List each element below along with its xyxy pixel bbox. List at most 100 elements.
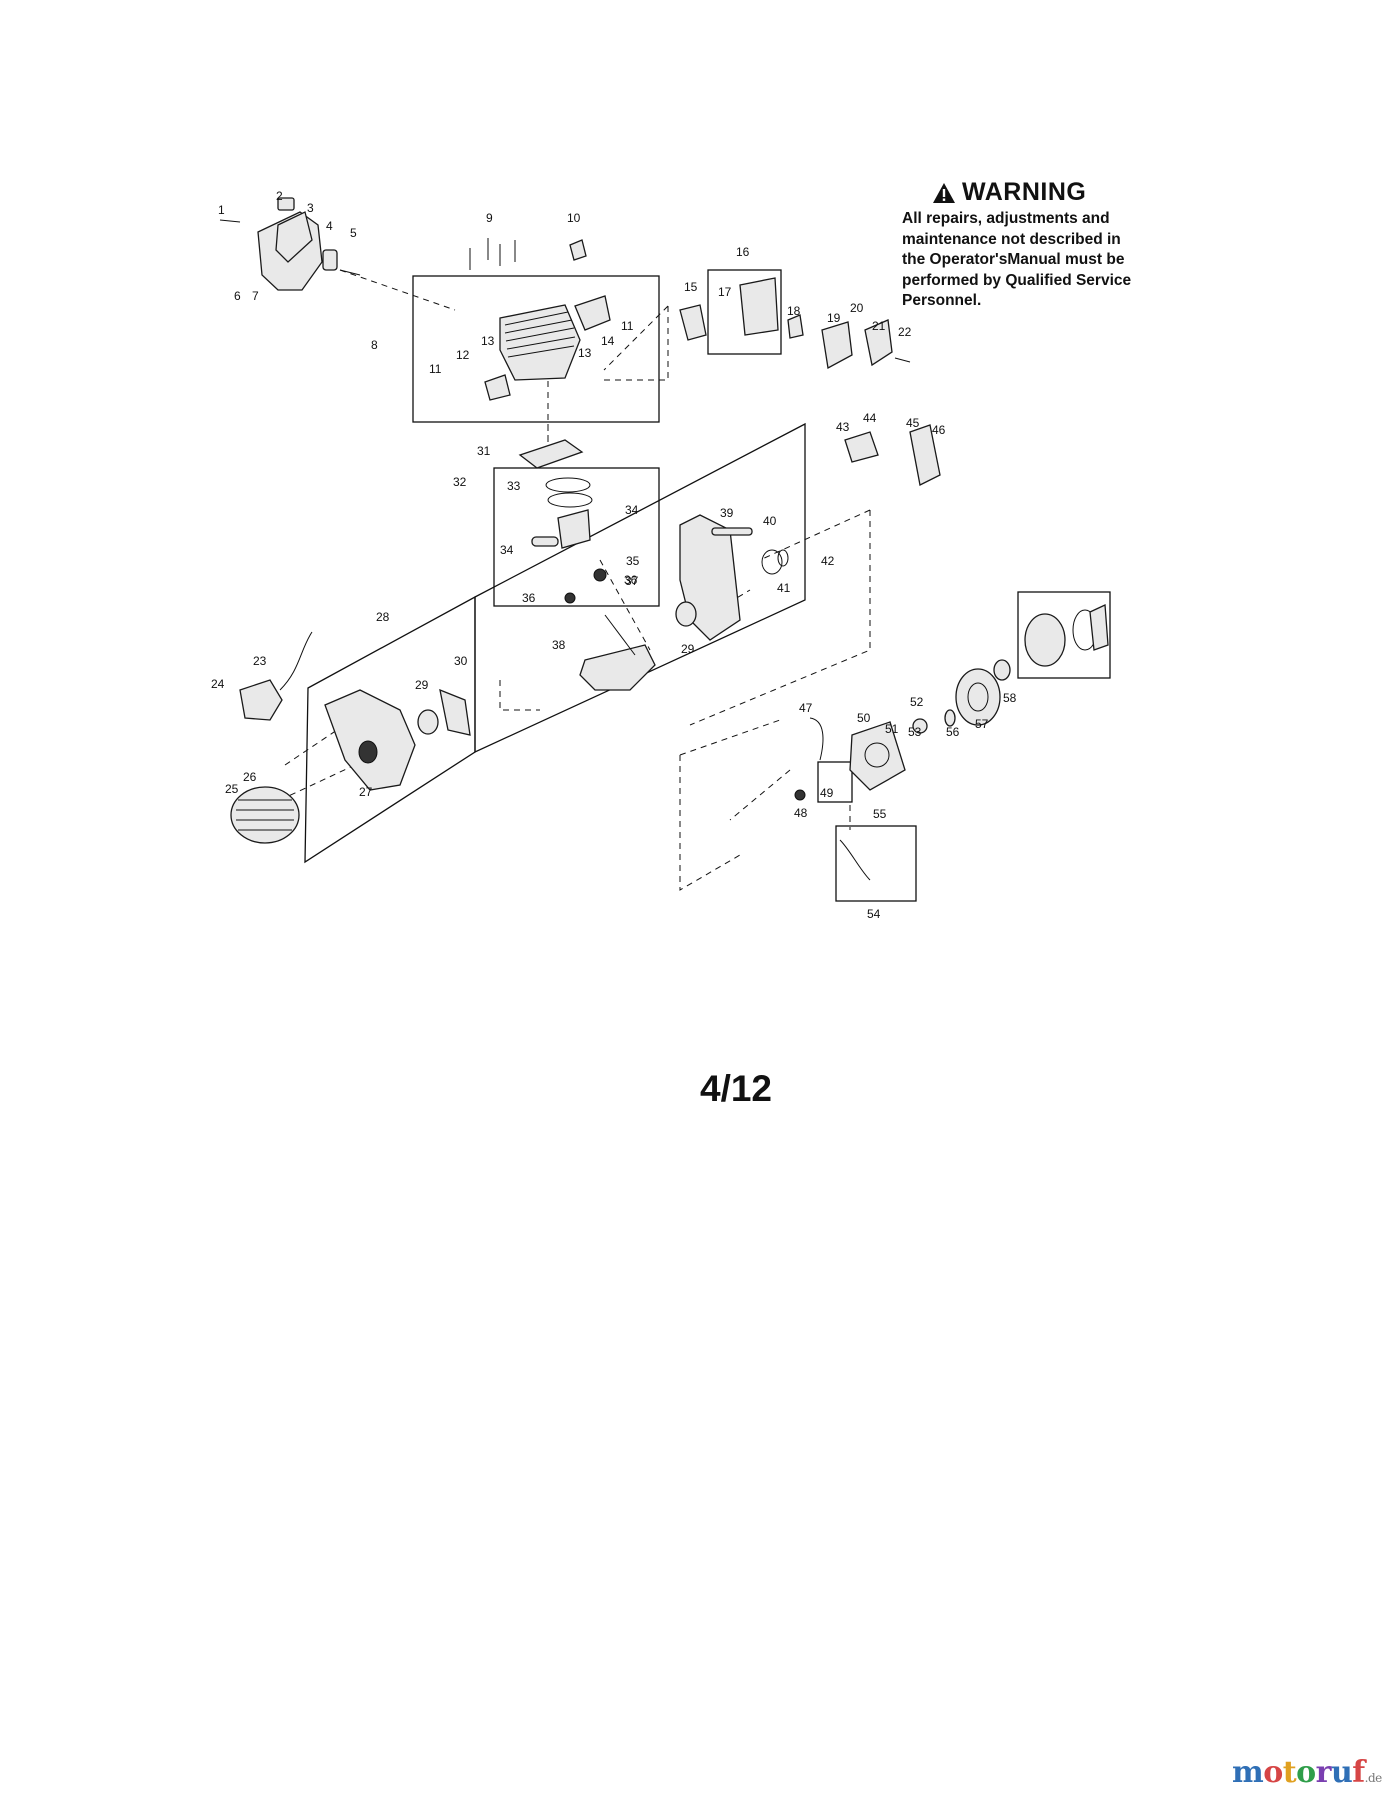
watermark-letter: f: [1352, 1755, 1365, 1790]
callout: 45: [906, 416, 920, 430]
callout: 24: [211, 677, 225, 691]
callout: 12: [456, 348, 470, 362]
part-callouts: 1 2 3 4 5 6 7 8 9 10 11 11 12 13 13 14 1…: [211, 189, 1017, 921]
flywheel: [230, 786, 300, 844]
callout: 51: [885, 722, 899, 736]
callout: 55: [873, 807, 887, 821]
crankcase-pin: [711, 527, 753, 536]
callout: 16: [736, 245, 750, 259]
cylinder: [499, 304, 581, 381]
carburetor: [739, 277, 779, 336]
callout: 47: [799, 701, 813, 715]
callout: 42: [821, 554, 835, 568]
callout: 41: [777, 581, 791, 595]
warning-line: Personnel.: [902, 292, 982, 309]
callout: 18: [787, 304, 801, 318]
callout: 4: [326, 219, 333, 233]
watermark-letter: o: [1263, 1755, 1283, 1790]
piston-group-frame: [493, 467, 660, 607]
crankshaft: [579, 644, 656, 691]
callout: 29: [415, 678, 429, 692]
oil-seal: [358, 740, 378, 764]
ignition-coil: [239, 679, 283, 721]
crank-seal: [417, 709, 439, 735]
brake-bracket: [844, 431, 879, 463]
warning-heading: WARNING: [932, 178, 1192, 207]
callout: 2: [276, 189, 283, 203]
callout: 35: [626, 554, 640, 568]
crankcase-right-frame: [474, 422, 806, 754]
callout: 34: [500, 543, 514, 557]
callout: 49: [820, 786, 834, 800]
callout: 33: [507, 479, 521, 493]
callout: 1: [218, 203, 225, 217]
callout: 25: [225, 782, 239, 796]
callout: 52: [910, 695, 924, 709]
callout: 19: [827, 311, 841, 325]
callout: 44: [863, 411, 877, 425]
callout: 53: [908, 725, 922, 739]
oil-pump-washer: [794, 789, 806, 801]
callout: 3: [307, 201, 314, 215]
throttle-linkage: [864, 319, 893, 367]
callout: 7: [252, 289, 259, 303]
air-filter-base: [787, 314, 804, 339]
callout: 38: [552, 638, 566, 652]
oil-pump-group-frame: [817, 761, 853, 803]
decompression-valve: [569, 239, 587, 261]
callout: 21: [872, 319, 886, 333]
base-gasket: [518, 439, 584, 469]
watermark-logo: motoruf.de: [1232, 1755, 1382, 1790]
callout: 15: [684, 280, 698, 294]
callout: 29: [681, 642, 695, 656]
callout: 37: [625, 574, 639, 588]
warning-box: WARNING All repairs, adjustments and mai…: [902, 178, 1192, 312]
clutch-hub: [1024, 613, 1066, 667]
callout: 40: [763, 514, 777, 528]
crankcase-left: [324, 689, 416, 791]
chain-guard: [909, 424, 941, 486]
cylinder-gasket: [484, 374, 511, 401]
callout: 6: [234, 289, 241, 303]
page-number: 4/12: [700, 1068, 773, 1109]
clutch-drum: [955, 668, 1001, 726]
carburetor-adapter: [679, 304, 707, 341]
callout: 10: [567, 211, 581, 225]
callout: 36: [624, 573, 638, 587]
callout: 11: [621, 319, 634, 333]
callout: 26: [243, 770, 257, 784]
callout: 28: [376, 610, 390, 624]
callout: 17: [718, 285, 732, 299]
callout: 5: [350, 226, 357, 240]
callout: 22: [898, 325, 912, 339]
clutch-plug: [912, 718, 928, 734]
callout: 30: [454, 654, 468, 668]
callout: 58: [1003, 691, 1017, 705]
callout: 50: [857, 711, 871, 725]
warning-title: WARNING: [962, 178, 1087, 206]
watermark-letter: o: [1296, 1755, 1316, 1790]
callout: 46: [932, 423, 946, 437]
callout: 43: [836, 420, 850, 434]
piston-ring: [545, 477, 591, 493]
oil-line-group-frame: [835, 825, 917, 902]
muffler-body: [275, 211, 313, 263]
clutch-group-frame: [1017, 591, 1111, 679]
watermark-letter: t: [1282, 1755, 1297, 1790]
callout: 14: [601, 334, 615, 348]
callout: 13: [481, 334, 495, 348]
callout: 57: [975, 717, 989, 731]
alignment-lines: [279, 269, 871, 891]
callout: 56: [946, 725, 960, 739]
warning-line: the Operator'sManual must be: [902, 251, 1125, 268]
callout: 34: [625, 503, 639, 517]
callout: 20: [850, 301, 864, 315]
callout: 31: [477, 444, 491, 458]
watermark-letter: m: [1232, 1755, 1264, 1790]
callout: 9: [486, 211, 493, 225]
carburetor-group-frame: [707, 269, 782, 355]
muffler-gasket: [322, 249, 338, 271]
callout: 13: [578, 346, 592, 360]
clutch-washer: [993, 659, 1011, 681]
callout: 23: [253, 654, 267, 668]
